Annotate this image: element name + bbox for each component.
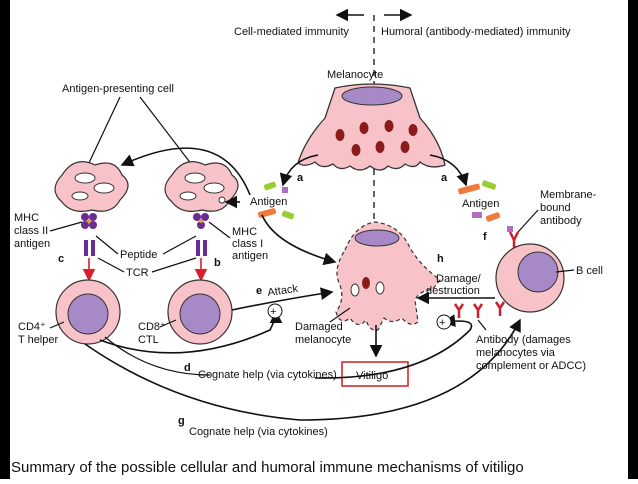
attack-label: Attack [267,283,299,299]
antigen-left-label: Antigen [250,196,287,208]
letter-e: e [256,285,262,297]
letter-a-left: a [297,172,304,184]
damage-label-2: destruction [426,285,480,297]
letter-b: b [214,257,221,269]
vitiligo-mechanism-diagram: Cell-mediated immunity Humoral (antibody… [11,8,603,476]
b-cell [495,243,565,313]
arrow-antigen-to-apc1 [120,147,251,196]
cognate-help-d-arrow [314,314,473,379]
apc-cell-2 [164,161,239,212]
letter-a-right: a [441,172,448,184]
cd4-pointer [49,321,65,329]
mhc-i-label-3: antigen [232,250,268,262]
cd8-pointer [159,319,177,328]
apc-cell-1 [54,161,129,212]
plus-cd8 [267,303,283,319]
damaged-melanocyte-cell [335,221,441,331]
cognate-help-g-arrow [84,318,521,421]
membrane-antibody-label-1: Membrane- [540,189,597,201]
cognate-help-g-label: Cognate help (via cytokines) [189,426,328,438]
plus-bcell-sign: + [439,317,445,329]
antibody-label-3: complement or ADCC) [476,360,586,372]
plus-bcell [436,314,452,330]
mhc-ii-label-1: MHC [14,212,39,224]
cognate-help-d-label: Cognate help (via cytokines) [198,369,337,381]
membrane-antibody-pointer [517,209,539,233]
apc-pointer-1 [87,96,121,166]
cd4-label-1: CD4⁺ [18,321,46,333]
attack-arrow [231,287,334,311]
mhc-class-i-receptor [193,213,209,256]
cd4-label-2: T helper [18,334,58,346]
peptide-label: Peptide [120,249,157,261]
damaged-melanocyte-label-1: Damaged [295,321,343,333]
melanocyte-cell [297,83,446,171]
mhc-ii-label-3: antigen [14,238,50,250]
figure-caption: Summary of the possible cellular and hum… [11,459,524,476]
b-cell-pointer [555,269,575,273]
arrow-a-left [279,154,319,187]
damaged-melanocyte-pointer [329,307,351,323]
letter-g: g [178,415,185,427]
b-cell-label: B cell [576,265,603,277]
mhc-i-label-2: class I [232,238,263,250]
letter-d: d [184,362,191,374]
letter-c: c [58,253,64,265]
antibody-label-1: Antibody (damages [476,334,571,346]
mhc-ii-label-2: class II [14,225,48,237]
membrane-antibody-label-2: bound [540,202,571,214]
cd8-label-1: CD8⁺ [138,321,166,333]
tcr-pointer-2 [151,257,197,273]
peptide-pointer-2 [162,235,197,255]
apc-label: Antigen-presenting cell [62,83,174,95]
free-antibody-icons [453,301,506,318]
cd8-label-2: CTL [138,334,159,346]
antibody-pointer [477,319,487,331]
mhc-ii-pointer [49,221,83,232]
membrane-antibody-label-3: antibody [540,215,582,227]
mhc-class-ii-receptor [81,213,97,256]
mhc-i-label-1: MHC [232,226,257,238]
mhc-i-pointer [208,221,231,239]
antigen-right-label: Antigen [462,198,499,210]
arrow-antigen-to-damaged [261,214,337,266]
apc-pointer-2 [139,96,193,166]
diagram-panel: Cell-mediated immunity Humoral (antibody… [10,0,628,479]
tcr-label: TCR [126,267,149,279]
letter-h: h [437,253,444,265]
antigen-right-icon [458,180,501,222]
arrow-a-right [429,154,469,187]
letter-f: f [483,231,487,243]
tcr-pointer-1 [97,257,125,273]
cognate-help-d-line [104,336,211,376]
peptide-pointer-1 [95,235,119,255]
humoral-label: Humoral (antibody-mediated) immunity [381,26,571,38]
plus-cd8-sign: + [270,306,276,318]
damage-label-1: Damage/ [436,273,482,285]
damaged-melanocyte-label-2: melanocyte [295,334,351,346]
cell-mediated-label: Cell-mediated immunity [234,26,349,38]
antibody-label-2: melanocytes via [476,347,556,359]
cd4-t-helper-cell [55,279,121,345]
cd8-ctl-cell [167,279,233,345]
melanocyte-label: Melanocyte [327,69,383,81]
